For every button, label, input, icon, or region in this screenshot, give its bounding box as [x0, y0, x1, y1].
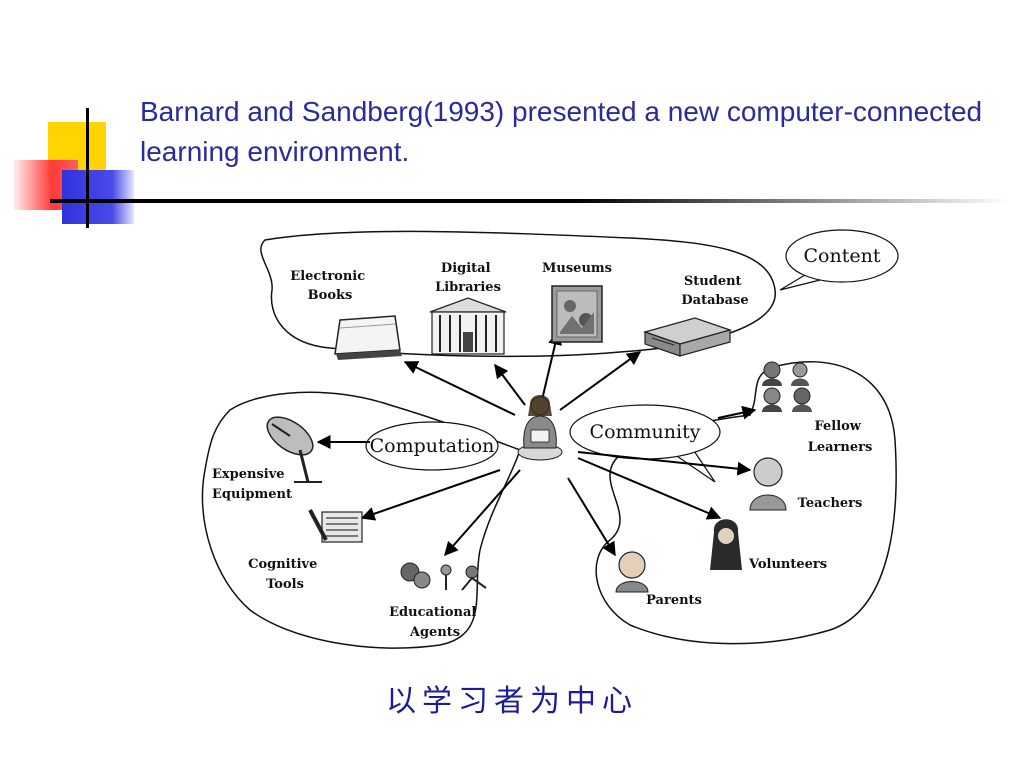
- library-building-icon: [429, 297, 507, 355]
- arrow-to-electronic-books: [403, 361, 516, 416]
- arrow-to-fellow-learners: [717, 405, 757, 420]
- cognitive-tools-label: Cognitive Tools: [248, 557, 322, 592]
- teachers-label: Teachers: [798, 496, 863, 511]
- pencil-notepad-icon: [308, 509, 363, 543]
- computation-bubble-label: Computation: [370, 435, 495, 457]
- arrow-to-parents: [567, 477, 616, 557]
- teacher-portrait-icon: [749, 457, 787, 511]
- satellite-dish-icon: [266, 416, 322, 483]
- arrow-to-educational-agents: [444, 469, 521, 557]
- connection-arrows: [316, 330, 757, 557]
- museum-painting-icon: [551, 285, 603, 343]
- title-rule: [50, 199, 1010, 203]
- slide-title: Barnard and Sandberg(1993) presented a n…: [140, 96, 983, 167]
- corner-decoration: [0, 100, 140, 230]
- computation-region: [201, 391, 521, 649]
- parent-portrait-icon: [615, 551, 649, 593]
- student-database-label: Student Database: [681, 274, 748, 308]
- agents-figures-icon: [400, 562, 487, 591]
- content-bubble-tail: [779, 274, 821, 291]
- arrow-to-museums: [541, 330, 562, 401]
- learner-icon: [517, 395, 563, 461]
- blue-square-decoration: [62, 170, 134, 224]
- arrow-to-digital-libraries: [494, 363, 526, 406]
- arrow-to-volunteers: [577, 457, 722, 520]
- content-bubble: [785, 229, 899, 283]
- expensive-equipment-label: Expensive Equipment: [212, 467, 292, 502]
- learning-environment-diagram: Content Computation Community Electronic…: [201, 229, 899, 649]
- parents-label: Parents: [646, 593, 702, 608]
- people-group-icon: [762, 361, 812, 412]
- arrow-to-cognitive-tools: [360, 469, 501, 521]
- electronic-books-label: Electronic Books: [290, 269, 369, 303]
- community-bubble-label: Community: [590, 421, 701, 443]
- digital-libraries-label: Digital Libraries: [435, 261, 501, 295]
- museums-label: Museums: [542, 261, 612, 276]
- volunteer-portrait-icon: [710, 519, 742, 570]
- computation-bubble: [365, 421, 499, 471]
- content-bubble-label: Content: [804, 245, 881, 267]
- caption: 以学习者为中心: [386, 684, 638, 719]
- arrow-to-student-database: [559, 351, 642, 411]
- book-icon: [334, 315, 402, 360]
- database-drive-icon: [642, 317, 733, 357]
- educational-agents-label: Educational Agents: [389, 605, 481, 640]
- volunteers-label: Volunteers: [748, 557, 827, 572]
- fellow-learners-label: Fellow Learners: [808, 419, 873, 455]
- arrow-to-teachers: [577, 451, 752, 476]
- vertical-rule-decoration: [86, 108, 89, 228]
